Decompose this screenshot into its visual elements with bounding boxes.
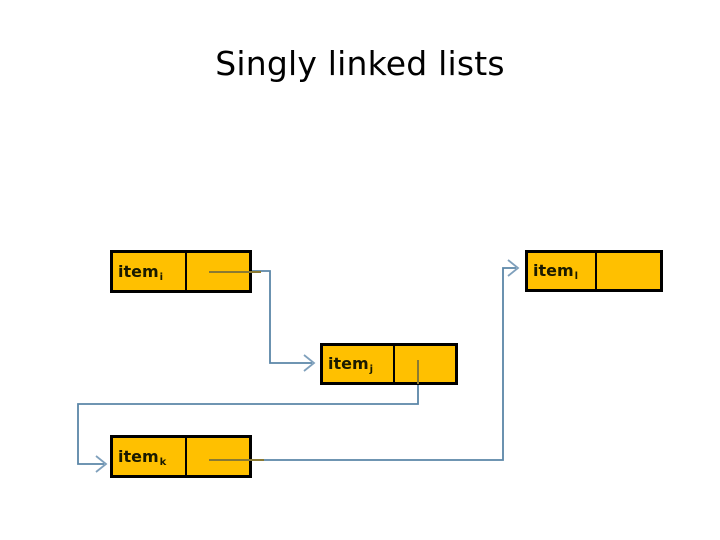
node-next-pointer-cell	[187, 438, 264, 475]
node-next-pointer-cell	[187, 253, 261, 290]
node-next-pointer-cell	[395, 346, 455, 384]
node-label-subscript: l	[574, 271, 579, 282]
node-data-cell: itemi	[113, 253, 187, 290]
arrowhead-icon-node-j	[303, 354, 316, 372]
next-pointer-stub	[209, 271, 261, 273]
node-label: itemj	[328, 354, 374, 375]
node-next-pointer-cell	[597, 253, 660, 289]
node-data-cell: itemk	[113, 438, 187, 475]
node-label: itemk	[118, 446, 167, 468]
arrowhead-icon-node-l	[507, 259, 520, 277]
next-pointer-stub	[417, 360, 419, 384]
node-data-cell: itemj	[323, 346, 395, 382]
node-label: iteml	[533, 261, 579, 282]
next-pointer-stub	[209, 459, 264, 461]
list-node-item-j[interactable]: itemj	[320, 343, 458, 385]
arrowhead-icon-node-k	[95, 455, 108, 473]
list-node-item-l[interactable]: iteml	[525, 250, 663, 292]
node-label-subscript: k	[159, 456, 167, 468]
page-title: Singly linked lists	[215, 44, 505, 83]
node-data-cell: iteml	[528, 253, 597, 289]
node-label: itemi	[118, 261, 164, 283]
node-label-subscript: i	[159, 271, 164, 283]
node-label-subscript: j	[369, 364, 374, 375]
list-node-item-i[interactable]: itemi	[110, 250, 261, 293]
list-node-item-k[interactable]: itemk	[110, 435, 264, 478]
